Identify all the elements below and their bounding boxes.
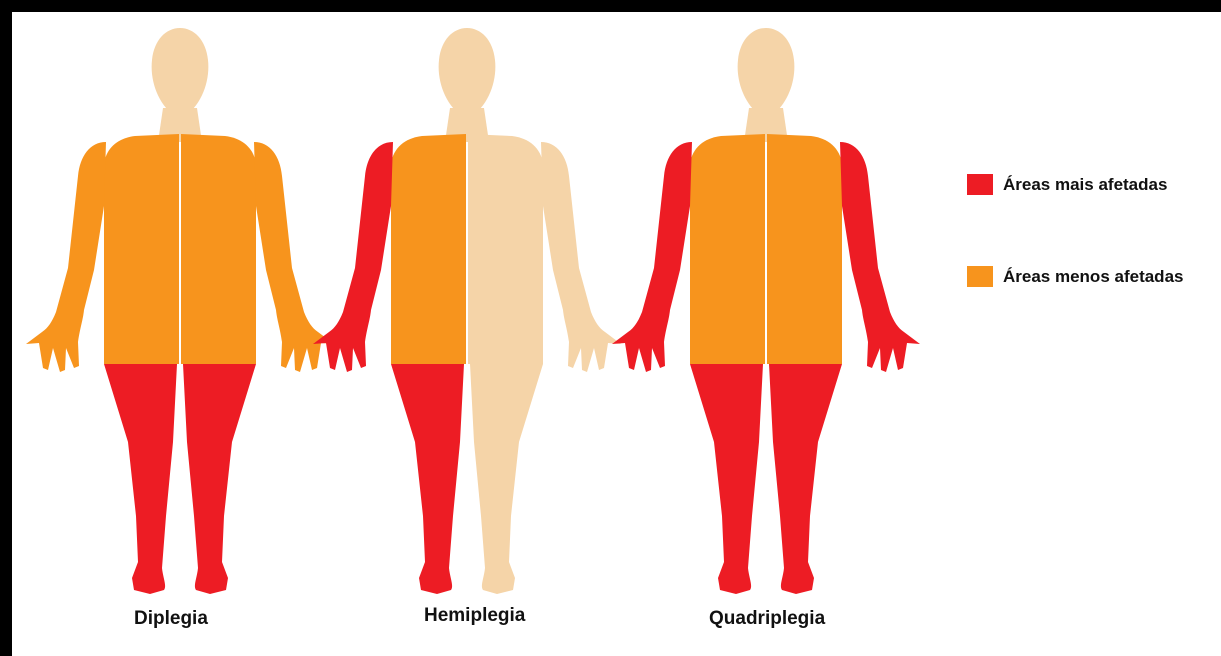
hemiplegia-torso-left (391, 134, 466, 364)
legend-swatch-less-affected (967, 266, 993, 287)
legend-label-less-affected: Áreas menos afetadas (1003, 267, 1183, 287)
legend-item-less-affected: Áreas menos afetadas (967, 266, 1183, 287)
body-figure-quadriplegia (612, 28, 920, 594)
hemiplegia-left-leg (391, 364, 464, 594)
quadriplegia-right-arm (840, 142, 920, 372)
legend-swatch-most-affected (967, 174, 993, 195)
diplegia-right-leg (183, 364, 256, 594)
figure-label-hemiplegia: Hemiplegia (424, 605, 525, 627)
hemiplegia-left-arm (313, 142, 393, 372)
hemiplegia-right-leg (470, 364, 543, 594)
diplegia-left-leg (104, 364, 177, 594)
quadriplegia-head (738, 28, 795, 114)
quadriplegia-left-leg (690, 364, 763, 594)
figure-label-diplegia: Diplegia (134, 608, 208, 630)
hemiplegia-torso-right (468, 134, 543, 364)
legend-item-most-affected: Áreas mais afetadas (967, 174, 1167, 195)
hemiplegia-right-arm (541, 142, 621, 372)
quadriplegia-right-leg (769, 364, 842, 594)
diplegia-torso-left (104, 134, 179, 364)
hemiplegia-head (439, 28, 496, 114)
quadriplegia-torso-right (767, 134, 842, 364)
figure-label-quadriplegia: Quadriplegia (709, 608, 825, 630)
diagram-canvas: Diplegia Hemiplegia Quadriplegia Áreas m… (12, 12, 1221, 656)
body-figure-hemiplegia (313, 28, 621, 594)
quadriplegia-left-arm (612, 142, 692, 372)
legend-label-most-affected: Áreas mais afetadas (1003, 175, 1167, 195)
diplegia-torso-right (181, 134, 256, 364)
diplegia-left-arm (26, 142, 106, 372)
diplegia-head (152, 28, 209, 114)
body-figure-diplegia (26, 28, 334, 594)
body-figures (12, 12, 1221, 656)
quadriplegia-torso-left (690, 134, 765, 364)
